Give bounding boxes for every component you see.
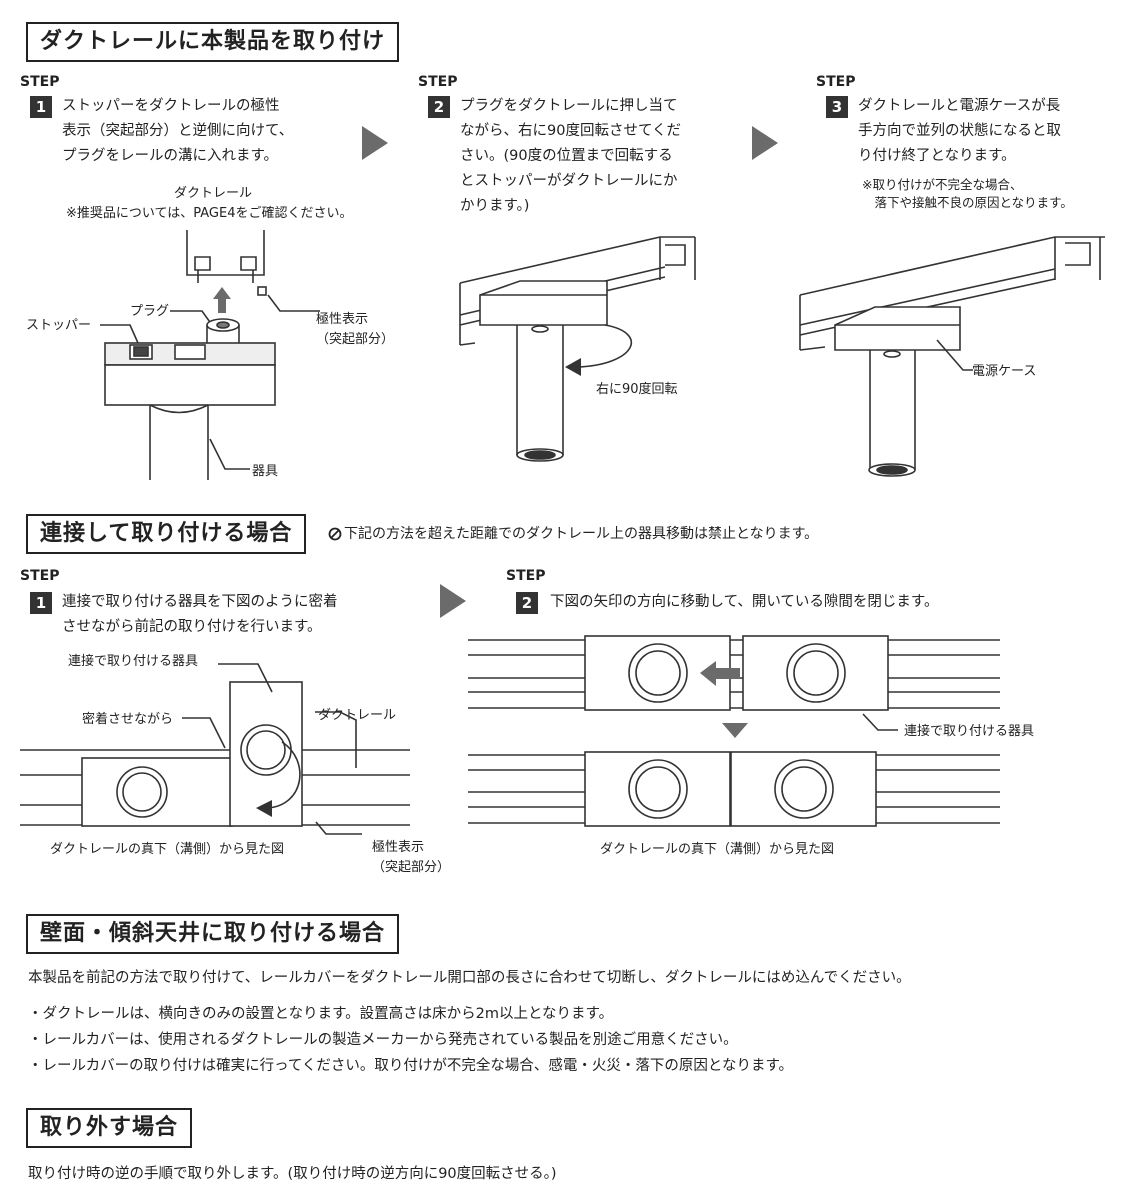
polarity-label: 極性表示 （突起部分）: [316, 312, 395, 347]
step-label: STEP: [20, 568, 60, 584]
figure-caption: ダクトレールの真下（溝側）から見た図: [600, 842, 835, 857]
rail-note: ※推奨品については、PAGE4をご確認ください。: [66, 206, 353, 221]
connect-figure-2: [468, 635, 1000, 827]
step-label: STEP: [20, 74, 60, 90]
prohibited-icon: [328, 527, 342, 541]
wall-bullet: ・レールカバーの取り付けは確実に行ってください。取り付けが不完全な場合、感電・火…: [28, 1058, 794, 1074]
power-case-label: 電源ケース: [972, 364, 1037, 379]
plug-label: プラグ: [130, 304, 170, 319]
section-title-connect: 連接して取り付ける場合: [26, 514, 307, 554]
section-title-remove: 取り外す場合: [26, 1108, 193, 1148]
next-arrow-icon: [752, 126, 778, 160]
step-number: 2: [428, 96, 450, 118]
step-note: ※取り付けが不完全な場合、 落下や接触不良の原因となります。: [862, 177, 1073, 210]
wall-bullet: ・ダクトレールは、横向きのみの設置となります。設置高さは床から2m以上となります…: [28, 1006, 614, 1022]
step-text: プラグをダクトレールに押し当て ながら、右に90度回転させてくだ さい。(90度…: [460, 98, 682, 214]
close-label: 密着させながら: [82, 712, 174, 727]
step-text: ダクトレールと電源ケースが長 手方向で並列の状態になると取 り付け終了となります…: [858, 98, 1061, 164]
install-figure-1: [100, 230, 320, 480]
rail-label: ダクトレール: [174, 186, 253, 201]
next-arrow-icon: [362, 126, 388, 160]
install-figure-2: [459, 236, 696, 462]
warning-text: 下記の方法を超えた距離でのダクトレール上の器具移動は禁止となります。: [344, 526, 819, 542]
remove-body-text: 取り付け時の逆の手順で取り外します。(取り付け時の逆方向に90度回転させる。): [28, 1166, 557, 1182]
step-text: 連接で取り付ける器具を下図のように密着 させながら前記の取り付けを行います。: [62, 594, 338, 635]
install-figure-3: [799, 236, 1105, 477]
step-number: 1: [30, 592, 52, 614]
figure-caption: ダクトレールの真下（溝側）から見た図: [50, 842, 285, 857]
step-label: STEP: [816, 74, 856, 90]
section-title-install: ダクトレールに本製品を取り付け: [26, 22, 400, 62]
stopper-label: ストッパー: [26, 318, 92, 333]
wall-body-text: 本製品を前記の方法で取り付けて、レールカバーをダクトレール開口部の長さに合わせて…: [28, 970, 911, 986]
step-label: STEP: [418, 74, 458, 90]
fixture-label: 器具: [252, 464, 279, 479]
next-arrow-icon: [440, 584, 466, 618]
step-text: 下図の矢印の方向に移動して、開いている隙間を閉じます。: [550, 594, 939, 610]
step-label: STEP: [506, 568, 546, 584]
connect-figure-1: [20, 663, 410, 835]
wall-bullet: ・レールカバーは、使用されるダクトレールの製造メーカーから発売されている製品を別…: [28, 1032, 738, 1048]
step-number: 2: [516, 592, 538, 614]
connect-fixture-label: 連接で取り付ける器具: [68, 654, 199, 669]
step-number: 3: [826, 96, 848, 118]
section-title-wall: 壁面・傾斜天井に取り付ける場合: [26, 914, 400, 954]
rotate-label: 右に90度回転: [596, 382, 678, 397]
connect-fixture-label: 連接で取り付ける器具: [904, 724, 1035, 739]
step-text: ストッパーをダクトレールの極性 表示（突起部分）と逆側に向けて、 プラグをレール…: [62, 98, 294, 164]
step-number: 1: [30, 96, 52, 118]
polarity-label: 極性表示 （突起部分）: [372, 840, 451, 875]
